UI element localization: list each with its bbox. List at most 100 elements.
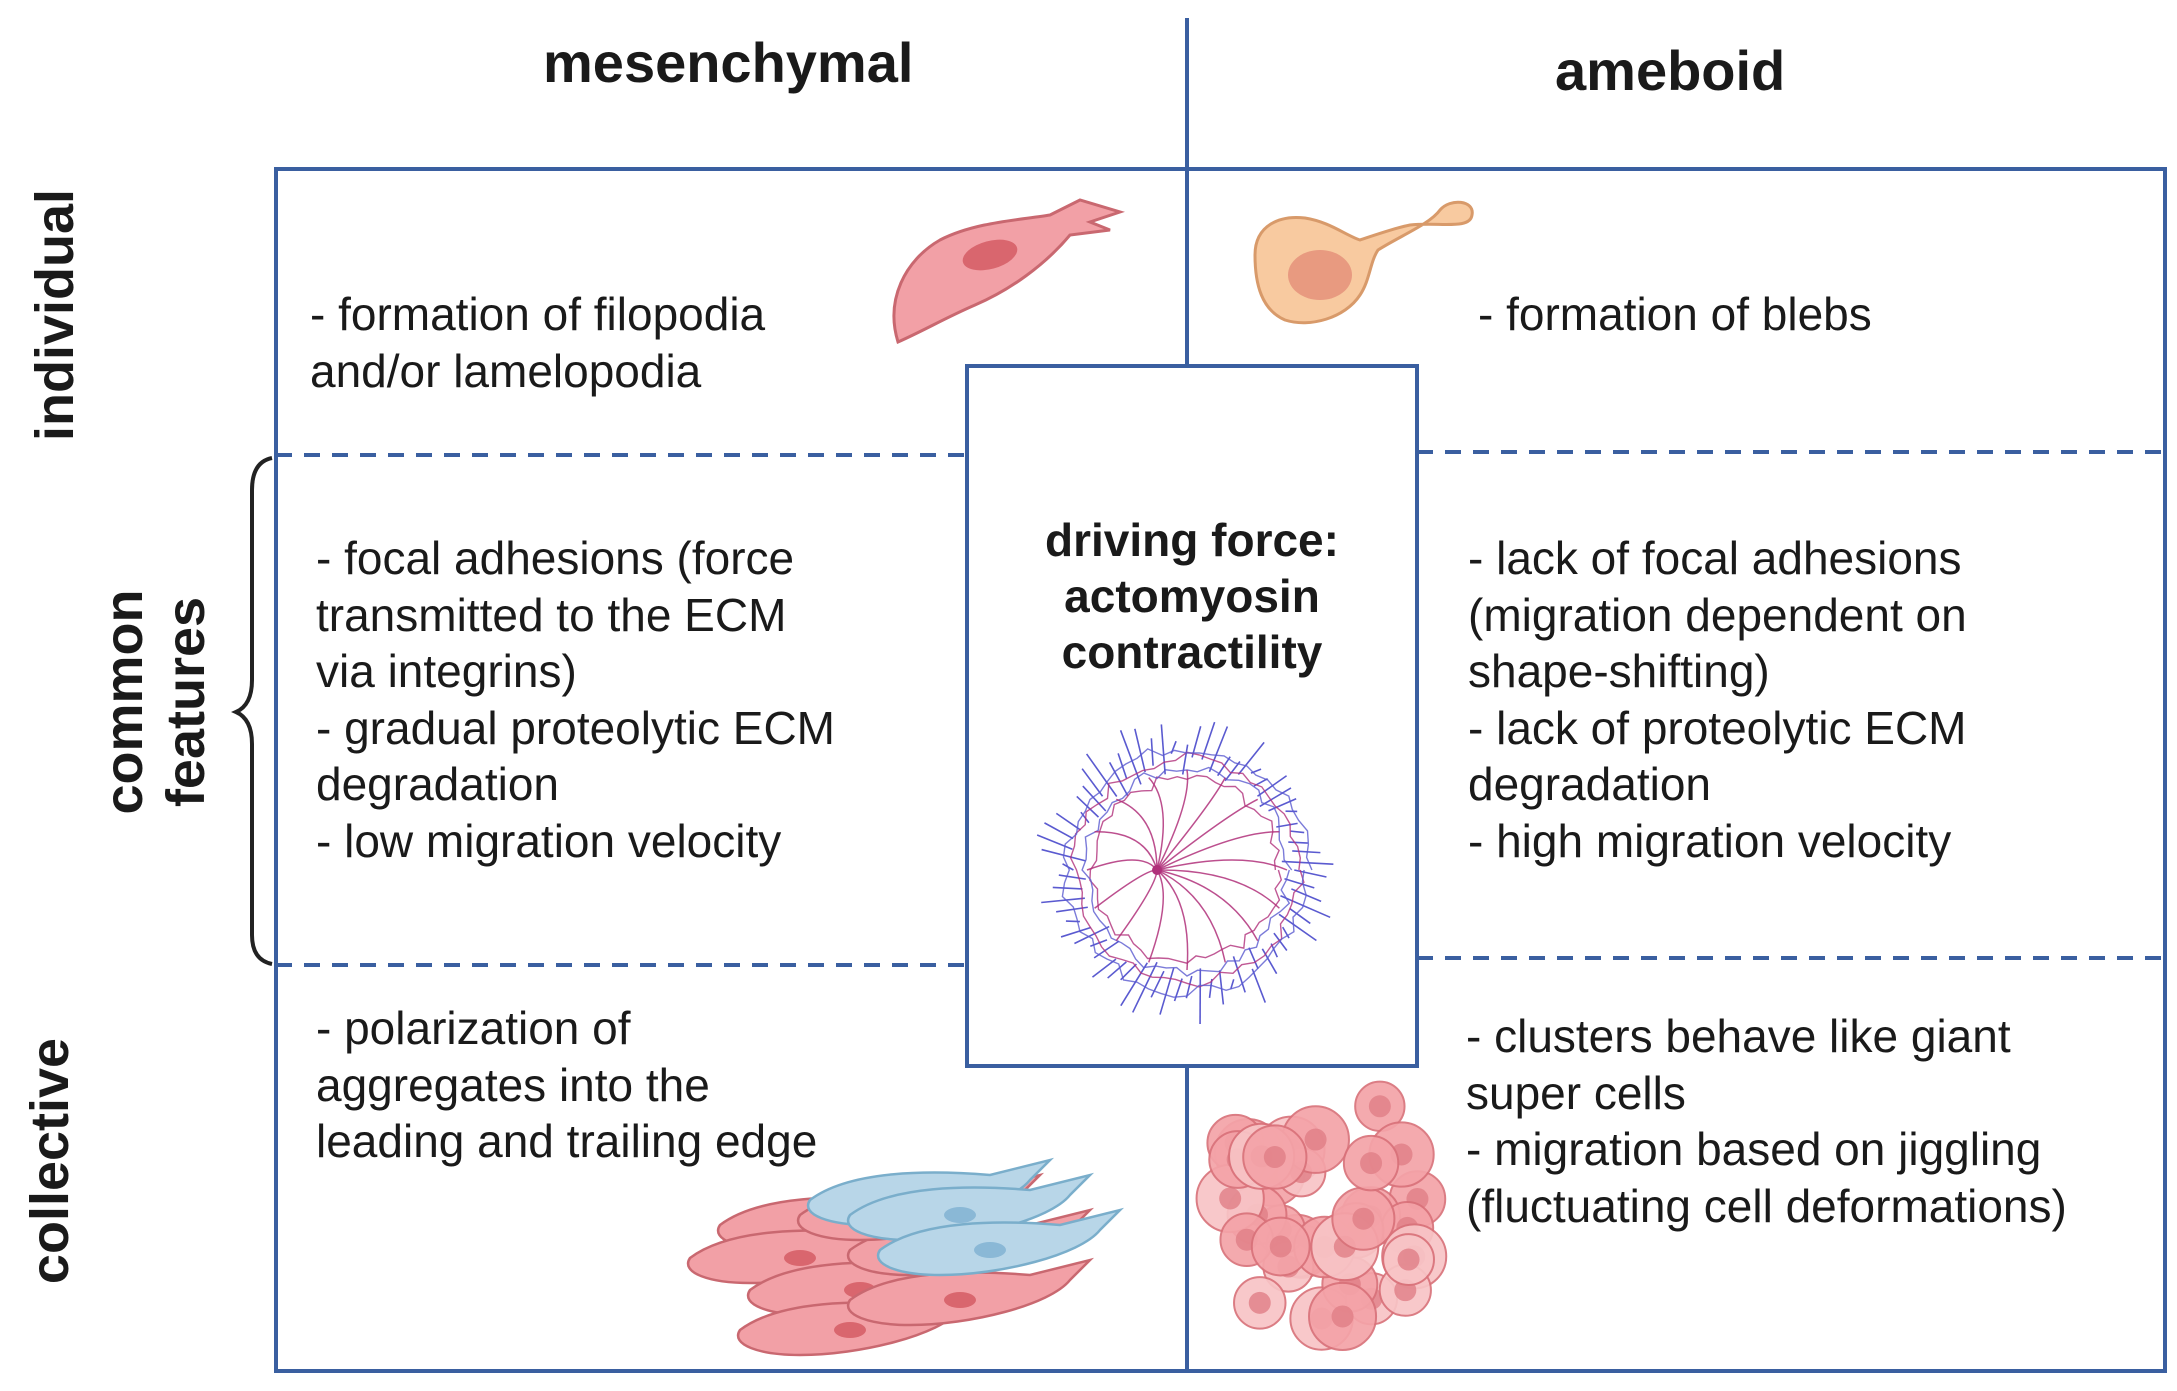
myosin-fiber — [1148, 777, 1165, 871]
actin-filament — [1289, 907, 1311, 925]
cell-nucleus — [1397, 1248, 1420, 1271]
myosin-fiber — [1148, 869, 1165, 963]
cell-nucleus — [834, 1322, 866, 1338]
cell-nucleus — [944, 1207, 976, 1223]
actin-filament — [1150, 970, 1165, 998]
actin-filament — [1280, 895, 1331, 919]
myosin-fiber — [1156, 859, 1288, 871]
myosin-hub — [1152, 865, 1162, 875]
cell-nucleus — [1269, 1235, 1292, 1258]
myosin-fiber — [1156, 869, 1189, 971]
actin-filament — [1085, 753, 1118, 797]
actin-filament — [1248, 947, 1259, 970]
actin-filament — [1081, 768, 1104, 797]
cell-nucleus — [1368, 1095, 1391, 1118]
cell-nucleus — [974, 1242, 1006, 1258]
cell-text-mesenchymal-common: - focal adhesions (force transmitted to … — [316, 532, 835, 867]
actin-filament — [1058, 874, 1086, 880]
actin-filament — [1091, 958, 1117, 978]
center-driving-force-text: driving force: actomyosin contractility — [1045, 514, 1339, 678]
curly-brace — [231, 456, 273, 966]
center-box — [965, 364, 1419, 1068]
collective-mesenchymal-illustration — [686, 1157, 1125, 1357]
actin-filament — [1294, 869, 1327, 878]
myosin-fiber — [1156, 869, 1280, 909]
actin-filament — [1090, 939, 1108, 948]
cortex-ring — [1069, 751, 1305, 988]
actin-filament — [1074, 925, 1110, 945]
myosin-fiber — [1116, 798, 1158, 871]
actin-filament — [1041, 897, 1085, 904]
myosin-fiber — [1156, 869, 1227, 963]
actin-filament — [1093, 940, 1120, 959]
cell-nucleus — [1352, 1207, 1375, 1230]
column-header-mesenchymal: mesenchymal — [543, 31, 914, 94]
cell-text-ameboid-individual: - formation of blebs — [1478, 288, 1872, 340]
cell-text-mesenchymal-individual: - formation of filopodia and/or lamelopo… — [310, 288, 766, 397]
actin-filament — [1120, 962, 1148, 1007]
myosin-fiber — [1094, 830, 1158, 871]
actin-filament — [1268, 798, 1297, 812]
myosin-fiber — [1156, 777, 1226, 871]
actin-filament — [1251, 968, 1267, 1003]
cell-text-mesenchymal-collective: - polarization of aggregates into the le… — [316, 1002, 818, 1167]
actin-filament — [1237, 741, 1265, 776]
column-header-ameboid: ameboid — [1555, 39, 1786, 102]
cortex-ring — [1081, 766, 1293, 977]
row-label-collective: collective — [20, 1037, 80, 1285]
cell-nucleus — [784, 1250, 816, 1266]
actin-filament — [1208, 726, 1229, 773]
actin-filament — [1044, 822, 1074, 840]
myosin-fiber — [1156, 869, 1259, 942]
actin-filament — [1185, 975, 1193, 999]
actin-filament — [1080, 811, 1090, 824]
myosin-fiber — [1156, 830, 1280, 871]
actomyosin-network-illustration — [1036, 721, 1334, 1024]
actin-filament — [1261, 948, 1278, 975]
cortex-ring — [1061, 748, 1313, 998]
actin-filament — [1107, 961, 1127, 979]
myosin-fiber — [1156, 798, 1259, 871]
actin-filament — [1232, 956, 1246, 993]
actin-filament — [1273, 932, 1288, 951]
actin-filament — [1052, 886, 1083, 890]
cell-nucleus — [1304, 1128, 1327, 1151]
cell-nucleus — [1360, 1152, 1383, 1175]
cell-text-ameboid-common: - lack of focal adhesions (migration dep… — [1468, 532, 1967, 867]
row-label-individual: individual — [25, 188, 85, 441]
actin-filament — [1288, 841, 1308, 844]
actin-filament — [1292, 850, 1321, 854]
actin-filament — [1036, 834, 1073, 850]
actin-filament — [1290, 830, 1305, 834]
actin-filament — [1060, 926, 1092, 938]
myosin-fiber — [1156, 769, 1189, 871]
collective-ameboid-illustration — [1195, 1080, 1448, 1351]
actin-filament — [1224, 761, 1241, 782]
actin-filament — [1191, 726, 1202, 758]
outer-border — [274, 167, 2167, 1373]
grid-frame — [274, 18, 2167, 1373]
actin-filament — [1276, 822, 1298, 828]
cortex-ring — [1089, 774, 1283, 964]
actin-filament — [1082, 785, 1107, 812]
cell-nucleus — [1263, 1146, 1286, 1169]
cell-nucleus — [944, 1292, 976, 1308]
ameboid-cell-illustration — [1253, 200, 1474, 325]
actin-filament — [1230, 979, 1235, 990]
mesenchymal-cell-illustration — [892, 198, 1125, 345]
actin-filament — [1134, 728, 1146, 773]
actin-filament — [1218, 970, 1225, 1005]
actin-filament — [1108, 761, 1129, 796]
actin-filament — [1284, 878, 1315, 889]
actin-filament — [1055, 812, 1082, 831]
migrating-cell — [846, 1172, 1095, 1242]
actin-filament — [1281, 860, 1334, 865]
migrating-cell — [876, 1207, 1125, 1277]
actin-filament — [1160, 724, 1166, 775]
cell-nucleus — [1219, 1187, 1242, 1210]
actin-filament — [1181, 744, 1189, 775]
cell-nucleus — [1331, 1305, 1354, 1328]
cell-text-ameboid-collective: - clusters behave like giant super cells… — [1466, 1010, 2067, 1232]
actin-filament — [1159, 967, 1175, 1015]
actin-filament — [1281, 926, 1290, 939]
